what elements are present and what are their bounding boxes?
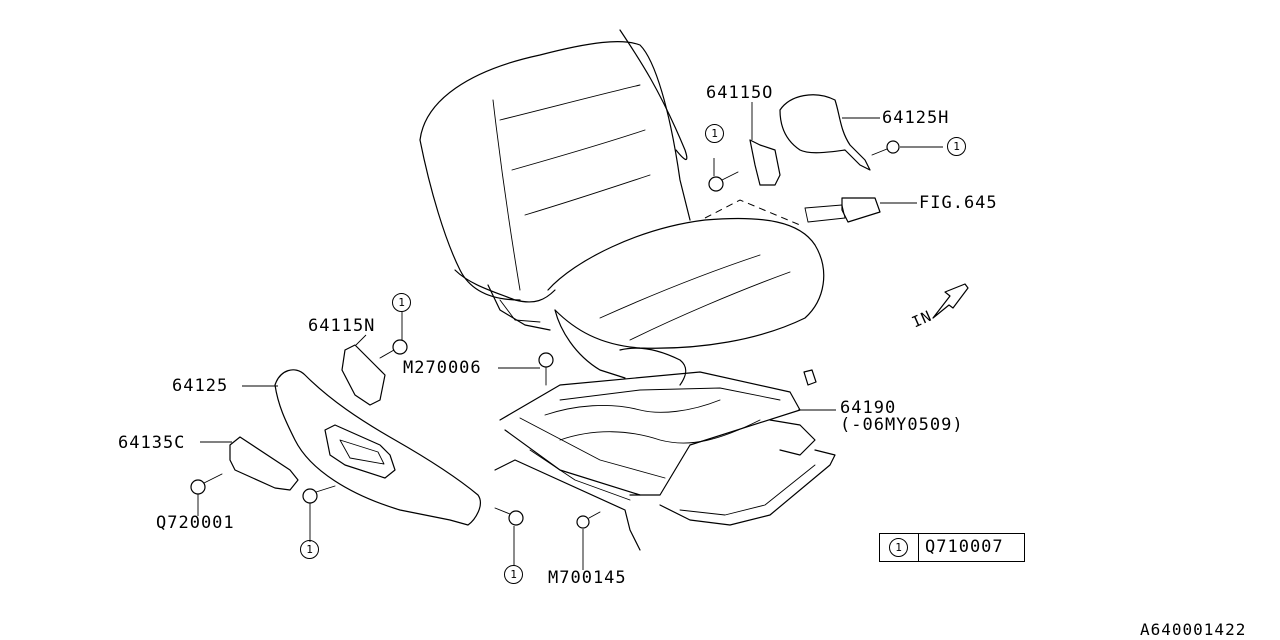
ref-marker: 1 xyxy=(705,124,724,143)
callout-m270006: M270006 xyxy=(403,358,482,378)
callout-64115n: 64115N xyxy=(308,316,376,336)
callout-64125h: 64125H xyxy=(882,108,950,128)
fastener-legend: 1 Q710007 xyxy=(879,533,1025,562)
callout-64125: 64125 xyxy=(172,376,229,396)
seat-frame xyxy=(494,369,836,551)
legend-ref-marker: 1 xyxy=(889,538,908,557)
callout-64135c: 64135C xyxy=(118,433,186,453)
seat-cushion xyxy=(547,217,825,386)
callout-64190-note: (-06MY0509) xyxy=(840,415,964,435)
ref-marker: 1 xyxy=(504,565,523,584)
leader-lines xyxy=(197,102,943,570)
side-covers xyxy=(229,94,881,526)
fasteners xyxy=(190,140,900,529)
callout-q720001: Q720001 xyxy=(156,513,235,533)
seat-back xyxy=(419,29,691,331)
callout-fig-645: FIG.645 xyxy=(919,193,998,213)
legend-symbol-cell: 1 xyxy=(880,534,919,561)
ref-marker: 1 xyxy=(392,293,411,312)
callout-m700145: M700145 xyxy=(548,568,627,588)
harness-dash-line xyxy=(704,199,801,226)
callout-64190: 64190 xyxy=(840,398,897,418)
drawing-code: A640001422 xyxy=(1140,620,1247,639)
callout-64115o: 64115O xyxy=(706,83,774,103)
ref-marker: 1 xyxy=(300,540,319,559)
legend-part-number: Q710007 xyxy=(925,537,1004,557)
direction-arrow-icon xyxy=(932,283,969,319)
ref-marker: 1 xyxy=(947,137,966,156)
